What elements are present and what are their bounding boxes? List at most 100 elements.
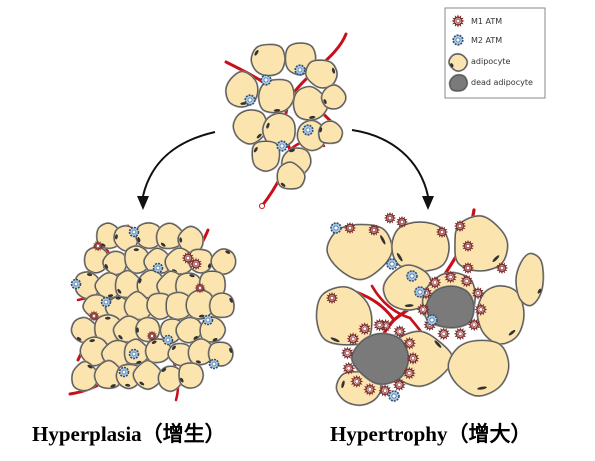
adipocyte-cells bbox=[70, 41, 545, 407]
m1-macrophage bbox=[402, 366, 416, 380]
dead-adipocyte bbox=[350, 332, 410, 386]
m2-macrophage bbox=[128, 348, 140, 360]
blood-vessel bbox=[370, 284, 412, 320]
m1-macrophage bbox=[325, 291, 339, 305]
legend-label-m1: M1 ATM bbox=[471, 17, 502, 26]
adipocyte bbox=[208, 292, 236, 319]
m1-macrophage bbox=[358, 322, 372, 336]
adipocyte bbox=[101, 250, 128, 276]
macrophages bbox=[70, 64, 509, 402]
m1-macrophage bbox=[437, 327, 451, 341]
legend-symbol-m1 bbox=[451, 14, 465, 28]
adipocyte bbox=[155, 222, 186, 250]
adipocyte bbox=[83, 245, 110, 274]
adipocyte bbox=[320, 83, 347, 110]
m2-macrophage bbox=[294, 64, 306, 76]
adipocyte bbox=[123, 244, 151, 275]
adipocyte bbox=[177, 361, 205, 390]
legend-symbol-m2 bbox=[452, 34, 464, 46]
adipocyte bbox=[210, 247, 237, 276]
m2-macrophage bbox=[70, 278, 82, 290]
adipocyte bbox=[326, 223, 394, 281]
m1-macrophage bbox=[435, 225, 449, 239]
m1-macrophage bbox=[88, 310, 100, 322]
m1-macrophage bbox=[342, 361, 356, 375]
adipocyte bbox=[453, 214, 509, 272]
m2-macrophage bbox=[118, 366, 130, 378]
caption-hyperplasia: Hyperplasia（增生） bbox=[32, 422, 226, 446]
adipocyte bbox=[185, 288, 215, 320]
legend-label-adipocyte: adipocyte bbox=[471, 57, 510, 66]
m1-macrophage bbox=[346, 332, 360, 346]
m1-macrophage bbox=[416, 302, 430, 317]
m2-macrophage bbox=[452, 34, 464, 46]
m2-macrophage bbox=[100, 296, 112, 308]
m2-macrophage bbox=[260, 74, 272, 86]
adipocyte bbox=[134, 221, 163, 250]
m1-macrophage bbox=[363, 382, 377, 397]
m1-macrophage bbox=[392, 378, 406, 392]
m1-macrophage bbox=[383, 211, 397, 225]
m1-macrophage bbox=[189, 257, 203, 271]
adipocyte bbox=[232, 108, 268, 146]
adipocyte bbox=[93, 359, 123, 390]
adipocyte bbox=[276, 161, 306, 190]
adipocyte bbox=[447, 339, 510, 398]
m2-macrophage bbox=[208, 358, 220, 370]
m1-macrophage bbox=[350, 374, 364, 388]
m1-macrophage bbox=[406, 351, 420, 365]
vessel-end bbox=[259, 203, 265, 209]
m1-macrophage bbox=[474, 302, 488, 317]
m2-macrophage bbox=[414, 286, 426, 298]
legend: M1 ATM M2 ATM adipocyte dead adipocyte bbox=[444, 7, 546, 99]
arrow-head-left bbox=[137, 196, 149, 210]
dead-adipocyte bbox=[448, 73, 469, 92]
legend-symbol-dead-adipocyte bbox=[448, 73, 469, 92]
m2-macrophage bbox=[388, 390, 400, 402]
adipocyte bbox=[292, 85, 330, 122]
arrow-to-hypertrophy bbox=[351, 129, 429, 197]
m2-macrophage bbox=[162, 334, 174, 346]
m2-macrophage bbox=[302, 124, 314, 136]
legend-label-m2: M2 ATM bbox=[471, 36, 502, 45]
m1-macrophage bbox=[451, 14, 465, 28]
m1-macrophage bbox=[372, 318, 387, 332]
adipocyte bbox=[251, 140, 281, 173]
m1-macrophage bbox=[92, 240, 104, 252]
m2-macrophage bbox=[244, 94, 256, 106]
m2-macrophage bbox=[202, 314, 214, 326]
m2-macrophage bbox=[152, 262, 164, 274]
m1-macrophage bbox=[343, 221, 357, 235]
m2-macrophage bbox=[426, 314, 438, 326]
m1-macrophage bbox=[495, 261, 509, 275]
m1-macrophage bbox=[461, 261, 475, 275]
m1-macrophage bbox=[402, 336, 417, 350]
adipocyte bbox=[250, 43, 286, 77]
m1-macrophage bbox=[467, 318, 481, 332]
adipocyte bbox=[304, 59, 339, 89]
adipocyte bbox=[157, 365, 185, 393]
m1-macrophage bbox=[378, 383, 392, 398]
m2-macrophage bbox=[330, 222, 342, 234]
m1-macrophage bbox=[146, 330, 158, 342]
adipocyte bbox=[514, 252, 545, 307]
m2-macrophage bbox=[406, 270, 418, 282]
m1-macrophage bbox=[460, 274, 474, 288]
m1-macrophage bbox=[453, 327, 467, 341]
m1-macrophage bbox=[428, 276, 442, 290]
adipocyte bbox=[261, 112, 297, 148]
dead-adipocyte bbox=[425, 285, 475, 329]
adipocyte bbox=[447, 52, 469, 73]
adipocyte bbox=[94, 271, 123, 300]
m1-macrophage bbox=[393, 324, 407, 339]
m2-macrophage bbox=[386, 258, 398, 270]
adipocyte bbox=[476, 284, 525, 345]
legend-label-dead-adipocyte: dead adipocyte bbox=[471, 78, 533, 87]
m2-macrophage bbox=[276, 140, 288, 152]
adipocyte bbox=[382, 264, 434, 312]
m1-macrophage bbox=[367, 223, 381, 237]
adipocyte bbox=[317, 119, 344, 145]
adipocyte bbox=[390, 220, 451, 273]
adipocyte bbox=[70, 360, 100, 392]
